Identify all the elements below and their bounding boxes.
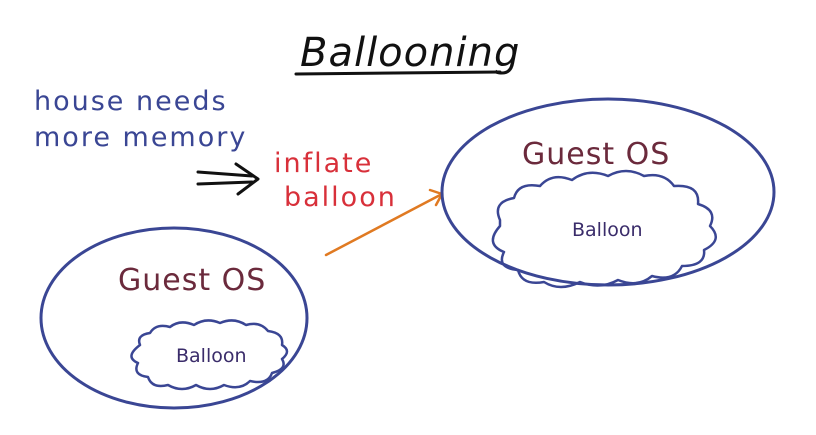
balloon-cloud-left bbox=[130, 319, 289, 391]
balloon-label-left: Balloon bbox=[176, 345, 247, 367]
action-line-1: inflate bbox=[274, 148, 373, 179]
guest-os-ellipse-right bbox=[440, 97, 776, 287]
diagram-title: Ballooning bbox=[300, 30, 520, 76]
note-line-1: house needs bbox=[34, 86, 228, 117]
guest-os-ellipse-left bbox=[39, 226, 309, 410]
action-line-2: balloon bbox=[284, 182, 397, 213]
guest-os-label-right: Guest OS bbox=[522, 137, 670, 172]
guest-os-label-left: Guest OS bbox=[118, 263, 266, 298]
balloon-cloud-right bbox=[491, 169, 717, 289]
implies-arrow-icon bbox=[196, 162, 260, 196]
title-underline bbox=[294, 70, 502, 76]
note-line-2: more memory bbox=[34, 122, 247, 153]
balloon-label-right: Balloon bbox=[572, 219, 643, 241]
